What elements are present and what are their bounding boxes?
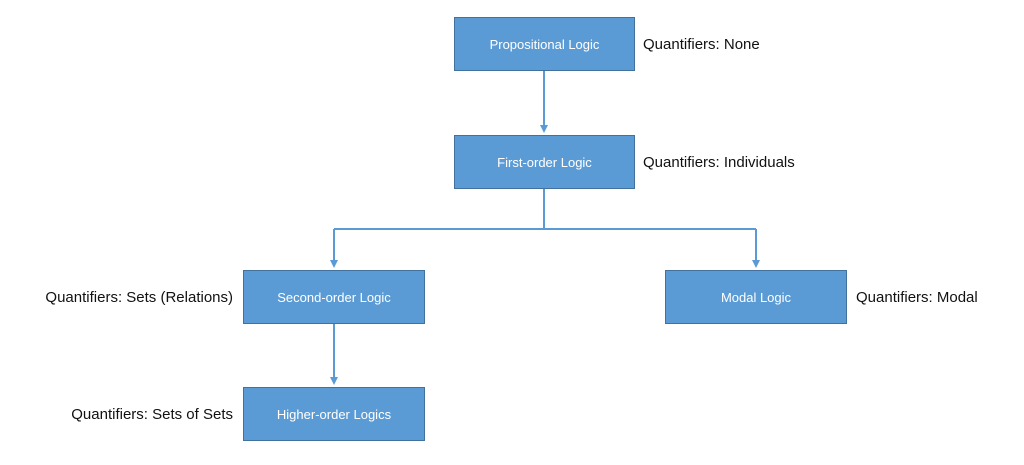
node-propositional-logic: Propositional Logic — [454, 17, 635, 71]
node-modal-logic: Modal Logic — [665, 270, 847, 324]
node-first-order-logic: First-order Logic — [454, 135, 635, 189]
quantifiers-first-order-logic: Quantifiers: Individuals — [643, 153, 795, 171]
quantifiers-modal-logic: Quantifiers: Modal — [856, 288, 978, 306]
node-second-order-logic: Second-order Logic — [243, 270, 425, 324]
quantifiers-propositional-logic: Quantifiers: None — [643, 35, 760, 53]
quantifiers-higher-order-logics: Quantifiers: Sets of Sets — [71, 405, 233, 423]
node-higher-order-logics: Higher-order Logics — [243, 387, 425, 441]
quantifiers-second-order-logic: Quantifiers: Sets (Relations) — [45, 288, 233, 306]
